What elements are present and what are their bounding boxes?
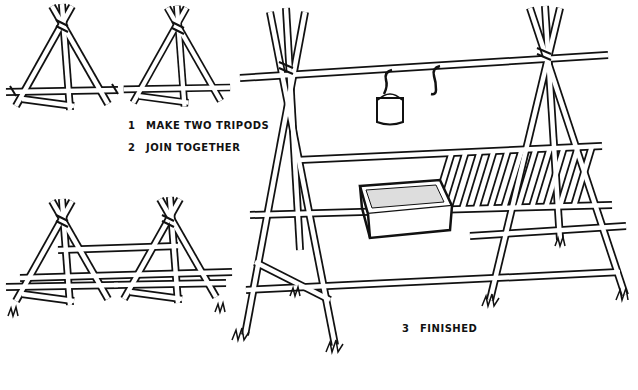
step-label: JOIN TOGETHER xyxy=(146,141,240,155)
step-label: MAKE TWO TRIPODS xyxy=(146,119,269,133)
callout-number: 3 xyxy=(402,322,409,336)
callout-number: 2 xyxy=(128,141,135,155)
step-label: FINISHED xyxy=(420,322,477,336)
callout-number: 1 xyxy=(128,119,135,133)
